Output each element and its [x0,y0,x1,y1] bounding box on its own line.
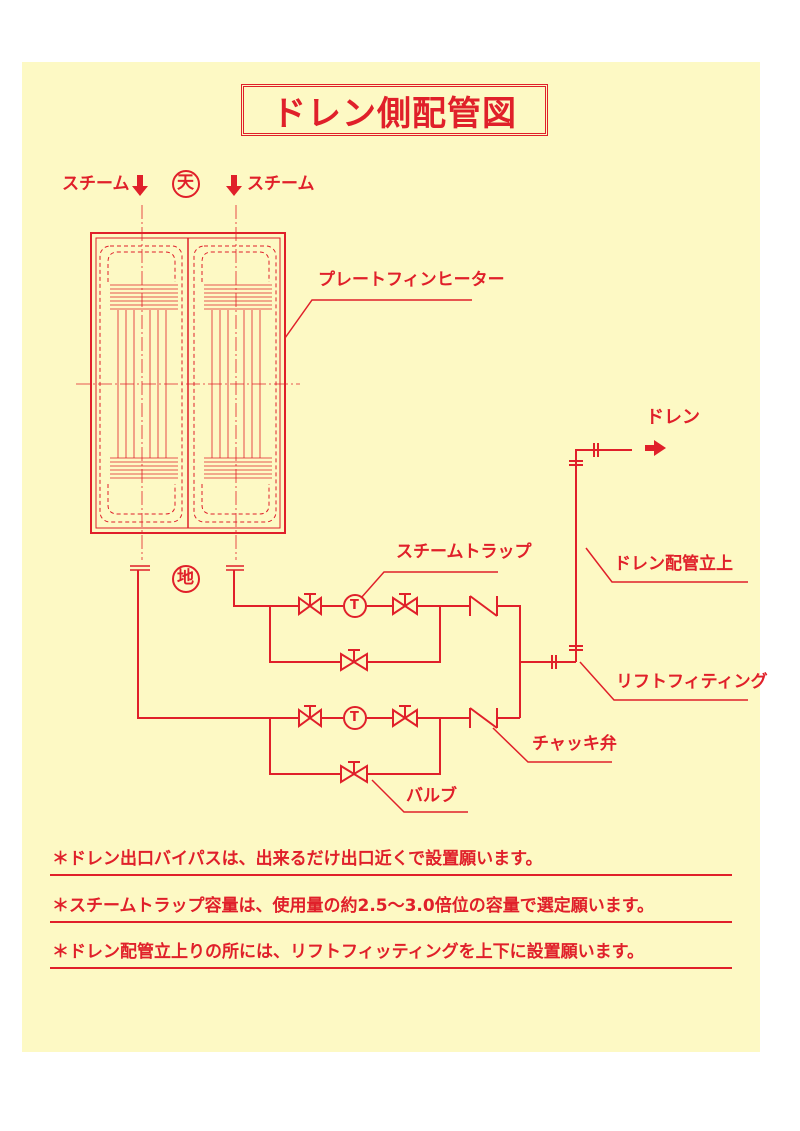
valve-symbol [392,593,418,616]
note-trap-capacity: ＊スチームトラップ容量は、使用量の約2.5～3.0倍位の容量で選定願います。 [52,896,655,916]
valve-symbol [340,761,368,784]
note-underline [50,921,732,923]
upper-drain-line [233,570,521,718]
check-valves [469,595,498,729]
valves [298,593,418,784]
steam-traps [343,594,367,730]
page-title: ドレン側配管図 [272,93,517,134]
bottom-mark-circle [172,565,200,593]
note-underline [50,967,732,969]
top-mark: 天 [177,173,194,193]
valve-symbol [340,649,368,672]
drain-riser-line [520,443,632,669]
heater-label: プレートフィンヒーター [318,270,505,290]
note-underline [50,874,732,876]
valve-symbol [298,593,322,616]
drain-label: ドレン [646,407,700,428]
note-bypass: ＊ドレン出口バイパスは、出来るだけ出口近くで設置願います。 [52,849,543,869]
trap-symbol-lower: T [350,710,359,725]
leader-lines [284,299,748,813]
steam-trap-label: スチームトラップ [396,542,532,562]
valve-label: バルブ [406,786,457,806]
title-box: ドレン側配管図 [241,84,548,136]
plate-fin-heater [76,205,300,560]
note-lift-fitting: ＊ドレン配管立上りの所には、リフトフィッティングを上下に設置願います。 [52,942,644,962]
valve-symbol [298,705,322,728]
lower-drain-line [137,570,520,775]
steam-inlet-label-left: スチーム [62,174,130,194]
top-mark-circle [172,170,200,198]
steam-inlet-arrows [132,175,242,196]
valve-symbol [392,705,418,728]
drain-outlet-arrow [645,440,666,456]
bottom-mark: 地 [177,568,194,588]
drain-riser-label: ドレン配管立上 [614,554,733,574]
steam-inlet-label-right: スチーム [247,174,315,194]
paper-sheet [22,62,760,1052]
check-valve-label: チャッキ弁 [532,734,617,754]
trap-symbol-upper: T [350,598,359,613]
lift-fitting-label: リフトフィティング [616,672,768,692]
